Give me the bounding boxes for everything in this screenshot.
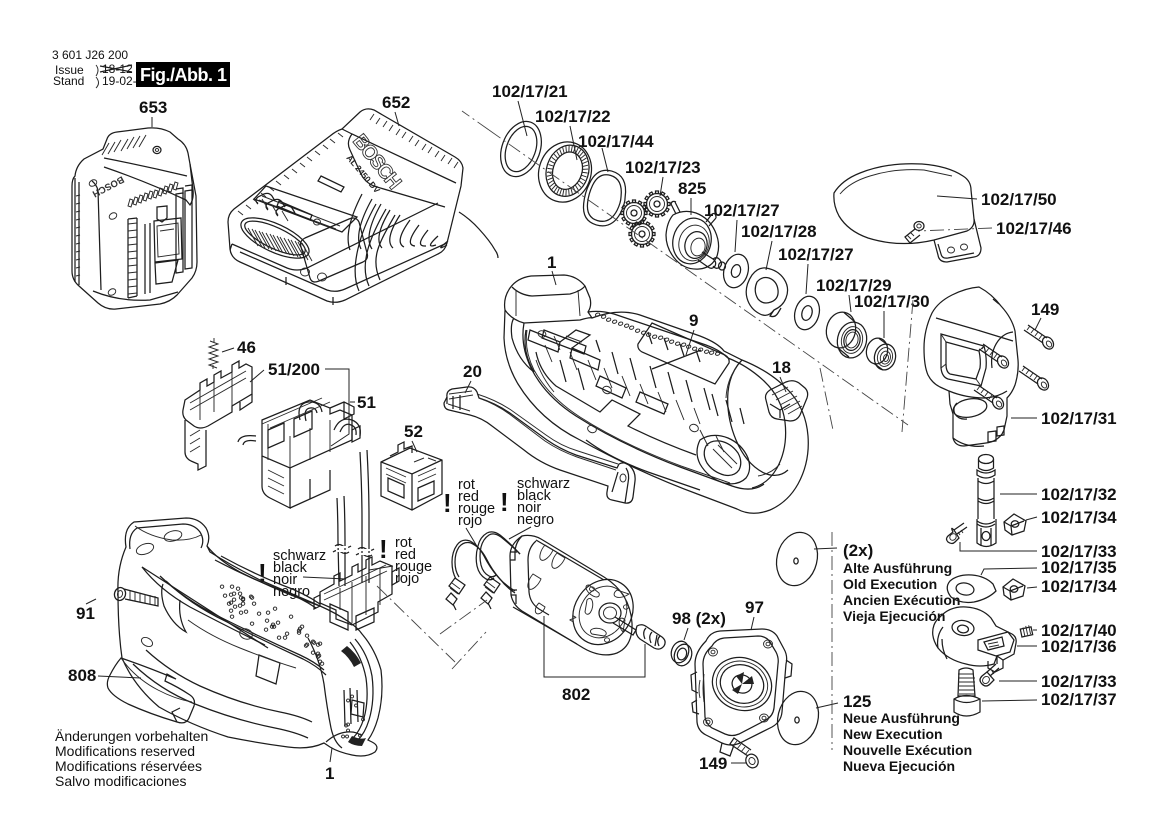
svg-text:3 601 J26 200: 3 601 J26 200 — [52, 48, 128, 62]
svg-text:102/17/21: 102/17/21 — [492, 82, 568, 101]
svg-text:schwarz: schwarz — [273, 548, 326, 564]
svg-text:Z: Z — [568, 613, 578, 625]
svg-text:102/17/27: 102/17/27 — [778, 245, 854, 264]
svg-text:102/17/32: 102/17/32 — [1041, 485, 1117, 504]
svg-text:102/17/35: 102/17/35 — [1041, 558, 1117, 577]
svg-text:Neue Ausführung: Neue Ausführung — [843, 710, 960, 726]
svg-text:rouge: rouge — [458, 501, 495, 517]
svg-text:black: black — [273, 560, 308, 576]
svg-text:rojo: rojo — [395, 571, 419, 587]
svg-text:(2x): (2x) — [843, 541, 873, 560]
svg-text:black: black — [517, 488, 552, 504]
svg-text:102/17/37: 102/17/37 — [1041, 690, 1117, 709]
svg-text:149: 149 — [1031, 300, 1059, 319]
svg-text:102/17/34: 102/17/34 — [1041, 577, 1117, 596]
svg-text:Nueva Ejecución: Nueva Ejecución — [843, 758, 955, 774]
svg-text:Nouvelle Exécution: Nouvelle Exécution — [843, 742, 972, 758]
svg-text:102/17/33: 102/17/33 — [1041, 672, 1117, 691]
svg-text:808: 808 — [68, 666, 96, 685]
svg-text:18: 18 — [772, 358, 791, 377]
svg-text:91: 91 — [76, 604, 95, 623]
svg-text:red: red — [395, 547, 416, 563]
svg-text:1: 1 — [325, 764, 334, 783]
svg-text:Ancien Exécution: Ancien Exécution — [843, 592, 960, 608]
svg-text:46: 46 — [237, 338, 256, 357]
svg-text:Old Execution: Old Execution — [843, 576, 937, 592]
svg-text:97: 97 — [745, 598, 764, 617]
svg-text:rot: rot — [395, 535, 412, 551]
svg-text:1: 1 — [547, 253, 556, 272]
svg-text:noir: noir — [517, 500, 541, 516]
svg-text:102/17/29: 102/17/29 — [816, 276, 892, 295]
svg-text:51: 51 — [357, 393, 376, 412]
svg-text:Modifications reserved: Modifications reserved — [55, 743, 195, 759]
svg-text:rot: rot — [458, 477, 475, 493]
svg-text:102/17/22: 102/17/22 — [535, 107, 611, 126]
svg-text:102/17/40: 102/17/40 — [1041, 621, 1117, 640]
svg-text:Salvo modificaciones: Salvo modificaciones — [55, 773, 187, 789]
svg-text:schwarz: schwarz — [517, 476, 570, 492]
svg-text:Issue: Issue — [55, 63, 84, 77]
svg-text:149: 149 — [699, 754, 727, 773]
svg-text:802: 802 — [562, 685, 590, 704]
svg-text:102/17/46: 102/17/46 — [996, 219, 1072, 238]
svg-text:!: ! — [443, 488, 452, 518]
svg-text:BOSCH: BOSCH — [90, 173, 126, 199]
svg-text:652: 652 — [382, 93, 410, 112]
svg-text:98 (2x): 98 (2x) — [672, 609, 726, 628]
svg-text:102/17/30: 102/17/30 — [854, 292, 930, 311]
svg-text:rouge: rouge — [395, 559, 432, 575]
svg-text:102/17/27: 102/17/27 — [704, 201, 780, 220]
svg-text:653: 653 — [139, 98, 167, 117]
svg-text:Modifications réservées: Modifications réservées — [55, 758, 202, 774]
svg-text:New Execution: New Execution — [843, 726, 943, 742]
svg-text:rojo: rojo — [458, 513, 482, 529]
svg-text:!: ! — [500, 487, 509, 517]
svg-text:125: 125 — [843, 692, 871, 711]
svg-text:!: ! — [258, 558, 267, 588]
svg-text:102/17/31: 102/17/31 — [1041, 409, 1117, 428]
svg-text:Vieja Ejecución: Vieja Ejecución — [843, 608, 945, 624]
svg-text:Änderungen vorbehalten: Änderungen vorbehalten — [55, 728, 208, 744]
svg-text:102/17/50: 102/17/50 — [981, 190, 1057, 209]
svg-text:825: 825 — [678, 179, 706, 198]
svg-text:102/17/23: 102/17/23 — [625, 158, 701, 177]
svg-text:9: 9 — [689, 311, 698, 330]
svg-text:51/200: 51/200 — [268, 360, 320, 379]
svg-text:102/17/34: 102/17/34 — [1041, 508, 1117, 527]
svg-text:102/17/44: 102/17/44 — [578, 132, 654, 151]
svg-text:negro: negro — [273, 584, 310, 600]
svg-text:!: ! — [379, 534, 388, 564]
svg-text:Alte Ausführung: Alte Ausführung — [843, 560, 952, 576]
svg-text:Fig./Abb. 1: Fig./Abb. 1 — [140, 65, 227, 85]
svg-text:red: red — [458, 489, 479, 505]
svg-text:102/17/28: 102/17/28 — [741, 222, 817, 241]
svg-text:Stand: Stand — [53, 74, 84, 88]
svg-text:102/17/33: 102/17/33 — [1041, 542, 1117, 561]
svg-text:20: 20 — [463, 362, 482, 381]
svg-text:negro: negro — [517, 512, 554, 528]
svg-text:102/17/36: 102/17/36 — [1041, 637, 1117, 656]
svg-text:52: 52 — [404, 422, 423, 441]
